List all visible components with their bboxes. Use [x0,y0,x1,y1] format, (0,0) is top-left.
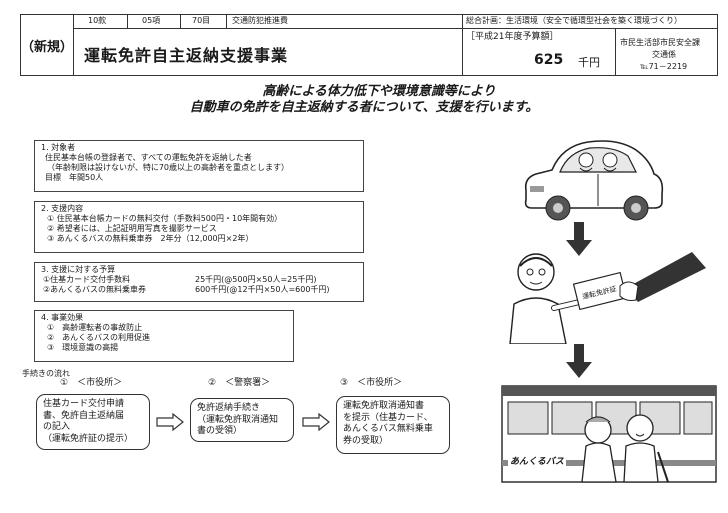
flow-step-2-line-1: 免許返納手続き [197,403,261,413]
code-cell-3 [181,14,227,28]
section-target-heading: 1. 対象者 [41,143,76,152]
dept-name: 市民生活部市民安全課 [620,38,700,47]
flow-step-3-line-2: を提示（住基カード、 [343,412,433,423]
section-target: 1. 対象者 住民基本台帳の登録者で、すべての運転免許を返納した者 （年齢制限は… [34,140,364,192]
flow-step-1-box: 住基カード交付申請 書、免許自主返納届 の記入 （運転免許証の提示） [36,394,150,450]
section-effects-line-1: ① 高齢運転者の事故防止 [47,323,143,332]
dept-section: 交通係 [652,50,676,59]
section-effects-line-3: ③ 環境意識の高揚 [47,343,119,352]
flow-arrow-1-icon [156,413,184,431]
dept-tel: ℡71－2219 [640,62,688,71]
flow-step-3-line-4: 券の受取） [343,435,389,446]
section-target-line-1: 住民基本台帳の登録者で、すべての運転免許を返納した者 [45,153,252,162]
header-hline [73,28,718,29]
budget-code-name: 交通防犯推進費 [232,16,288,25]
section-support-line-2: ② 希望者には、上記証明用写真を撮影サービス [47,224,217,233]
section-target-line-3: 目標 年間50人 [45,173,104,182]
flow-step-1-line-1: 住基カード交付申請 [43,399,125,409]
down-arrow-2-icon [566,344,592,378]
budget-row-2: ②あんくるバスの無料乗車券 600千円(@12千円×50人=600千円) [41,285,363,295]
bus-couple-illustration [501,385,717,483]
section-budget: 3. 支援に対する予算 ①住基カード交付手数料 25千円(@500円×50人=2… [34,262,364,302]
budget-label: ［平成21年度予算額］ [466,32,559,42]
page-title: 運転免許自主返納支援事業 [84,46,289,65]
budget-code-kou: 05項 [142,16,161,25]
plan-label: 総合計画：生活環境（安全で循環型社会を築く環境づくり） [466,16,682,25]
flow-step-3-line-3: あんくるバス無料乗車 [343,424,433,434]
budget-row-2-item: ②あんくるバスの無料乗車券 [43,285,147,294]
section-effects-heading: 4. 事業効果 [41,313,84,322]
budget-code-kan: 10款 [88,16,107,25]
flow-step-1-line-2: 書、免許自主返納届 [43,410,125,421]
section-support-heading: 2. 支援内容 [41,204,84,213]
flow-step-1-line-4: （運転免許証の提示） [43,433,134,444]
budget-row-1-amount: 25千円(@500円×50人=25千円) [195,275,317,284]
budget-amount: 625 [534,52,564,68]
section-support-line-1: ① 住民基本台帳カードの無料交付（手数料500円・10年間有効） [47,214,283,223]
new-label: （新規） [20,40,73,55]
header-divider-right [462,14,463,76]
flow-step-2-line-2: （運転免許取消通知 [197,414,279,425]
elderly-driver-car-illustration [524,140,664,221]
section-budget-heading: 3. 支援に対する予算 [41,265,116,274]
code-cell-2 [128,14,181,28]
bus-label: あんくるバス [508,454,566,467]
flow-step-3-box: 運転免許取消通知書 を提示（住基カード、 あんくるバス無料乗車 券の受取） [336,396,450,454]
flow-step-1-header: ① ＜市役所＞ [60,378,123,388]
flow-step-3-header: ③ ＜市役所＞ [340,378,403,388]
section-effects: 4. 事業効果 ① 高齢運転者の事故防止 ② あんくるバスの利用促進 ③ 環境意… [34,310,294,362]
flow-step-1-line-3: の記入 [43,422,71,432]
flow-step-3-line-1: 運転免許取消通知書 [343,401,425,411]
budget-row-2-amount: 600千円(@12千円×50人=600千円) [195,285,330,294]
code-cell-1 [73,14,128,28]
flow-step-2-header: ② ＜警察署＞ [208,378,271,388]
flow-step-2-line-3: 書の受領） [197,426,243,436]
headline-line-1: 高齢による体力低下や環境意識等により [262,84,496,99]
license-return-illustration [509,252,706,344]
budget-unit: 千円 [578,56,600,69]
down-arrow-1-icon [566,222,592,256]
dept-divider [615,28,616,76]
header-divider-left [73,14,74,76]
headline-line-2: 自動車の免許を自主返納する者について、支援を行います。 [189,100,539,115]
section-support-line-3: ③ あんくるバスの無料乗車券 2年分（12,000円×2年） [47,234,254,243]
budget-code-moku: 70目 [192,16,211,25]
flow-title: 手続きの流れ [22,369,70,378]
flow-step-2-box: 免許返納手続き （運転免許取消通知 書の受領） [190,398,294,442]
section-support: 2. 支援内容 ① 住民基本台帳カードの無料交付（手数料500円・10年間有効）… [34,201,364,253]
flow-arrow-2-icon [302,413,330,431]
budget-row-1: ①住基カード交付手数料 25千円(@500円×50人=25千円) [41,275,363,285]
section-effects-line-2: ② あんくるバスの利用促進 [47,333,151,342]
header-box [20,14,718,76]
section-target-line-2: （年齢制限は設けないが、特に70歳以上の高齢者を重点とします） [47,163,290,172]
budget-row-1-item: ①住基カード交付手数料 [43,275,131,284]
